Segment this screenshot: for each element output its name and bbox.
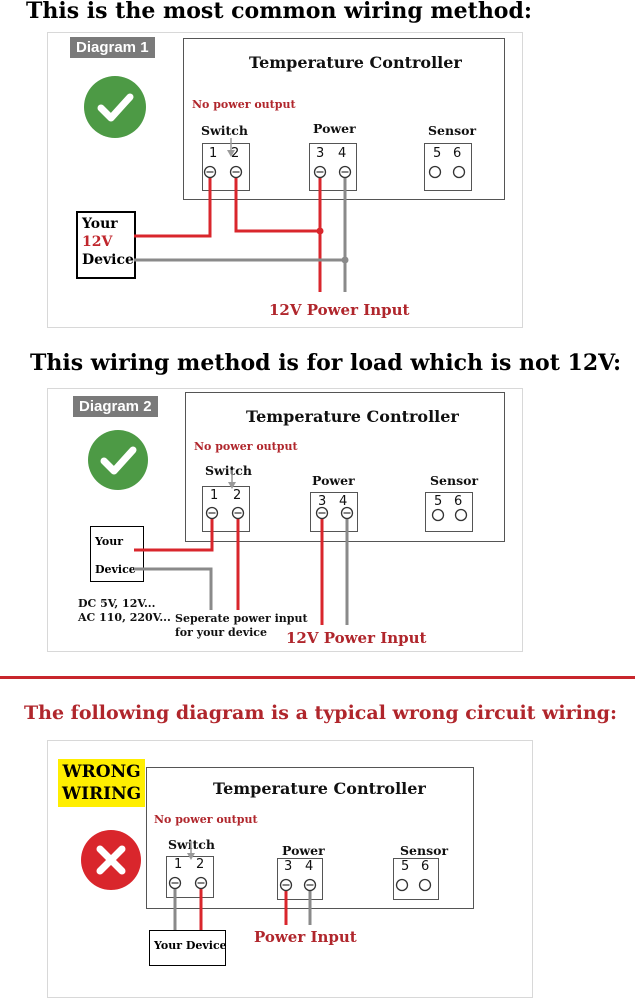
power-label: Power [312, 473, 355, 488]
controller-title: Temperature Controller [213, 779, 426, 798]
temperature-controller-3: Temperature Controller No power output S… [146, 767, 474, 909]
screw-terminal-icon [315, 506, 329, 520]
terminal-1-number: 1 [210, 488, 219, 503]
screw-terminal-icon [205, 506, 219, 520]
no-power-output-label: No power output [192, 98, 296, 111]
junction-dot [341, 256, 349, 264]
terminal-5-number: 5 [401, 859, 410, 874]
terminal-2-number: 2 [196, 857, 205, 872]
device-line-12v: 12V [82, 234, 113, 250]
wrong-tag-line2: WIRING [62, 784, 142, 804]
cross-icon [81, 830, 141, 890]
your-12v-device-box: Your 12V Device [76, 211, 136, 279]
screw-terminal-icon [168, 876, 182, 890]
screw-terminal-icon [203, 165, 217, 179]
terminal-4-number: 4 [339, 494, 348, 509]
diagram-1-tag: Diagram 1 [70, 37, 155, 58]
terminal-6-number: 6 [421, 859, 430, 874]
no-power-output-label: No power output [194, 440, 298, 453]
diagram-1-panel: Diagram 1 Temperature Controller No powe… [47, 32, 523, 328]
your-device-box: Your Device [90, 526, 144, 582]
power-label: Power [313, 121, 356, 136]
wrong-wiring-tag: WRONG WIRING [58, 759, 146, 807]
terminal-6-number: 6 [454, 494, 463, 509]
terminal-2-number: 2 [231, 146, 240, 161]
terminal-3-number: 3 [318, 494, 327, 509]
heading-wrong-wiring: The following diagram is a typical wrong… [24, 702, 617, 724]
junction-dot [316, 227, 324, 235]
terminal-5-number: 5 [433, 146, 442, 161]
device-line-your: Your [95, 535, 124, 548]
terminal-1-number: 1 [209, 146, 218, 161]
screw-terminal-icon [431, 508, 445, 522]
sensor-label: Sensor [400, 843, 449, 858]
separate-power-line1: Seperate power input [175, 612, 308, 625]
terminal-5-number: 5 [434, 494, 443, 509]
diagram-wrong-wires [168, 841, 432, 930]
your-device-box: Your Device [149, 930, 227, 966]
screw-terminal-icon [338, 165, 352, 179]
separate-power-line2: for your device [175, 626, 268, 639]
screw-terminal-icon [313, 165, 327, 179]
screw-terminal-icon [418, 878, 432, 892]
voltage-dc-line: DC 5V, 12V... [78, 597, 156, 610]
terminal-6-number: 6 [453, 146, 462, 161]
diagram-wrong-panel: WRONG WIRING Temperature Controller No p… [47, 740, 533, 998]
screw-terminal-icon [452, 165, 466, 179]
heading-common-method: This is the most common wiring method: [26, 0, 532, 24]
check-icon [84, 76, 146, 138]
screw-terminal-icon [279, 878, 293, 892]
switch-label: Switch [205, 463, 253, 478]
voltage-ac-line: AC 110, 220V... [78, 611, 171, 624]
controller-title: Temperature Controller [246, 407, 459, 426]
screw-terminal-icon [395, 878, 409, 892]
terminal-2-number: 2 [233, 488, 242, 503]
device-line-device: Device [82, 252, 134, 268]
diagram-2-wires [134, 470, 468, 625]
switch-label: Switch [201, 123, 249, 138]
sensor-label: Sensor [428, 123, 477, 138]
diagram-2-tag: Diagram 2 [73, 396, 158, 417]
diagram-1-wires [134, 138, 466, 292]
wrong-tag-line1: WRONG [62, 762, 141, 782]
no-power-output-label: No power output [154, 813, 258, 826]
diagram-2-panel: Diagram 2 Temperature Controller No powe… [47, 388, 523, 652]
terminal-3-number: 3 [316, 146, 325, 161]
terminal-1-number: 1 [174, 857, 183, 872]
heading-non-12v-method: This wiring method is for load which is … [30, 350, 622, 376]
power-input-label: 12V Power Input [269, 301, 410, 319]
separate-power-note: Seperate power input for your device [175, 612, 308, 640]
terminal-4-number: 4 [338, 146, 347, 161]
screw-terminal-icon [303, 878, 317, 892]
screw-terminal-icon [229, 165, 243, 179]
power-input-label: Power Input [254, 928, 357, 946]
screw-terminal-icon [231, 506, 245, 520]
terminal-3-number: 3 [284, 859, 293, 874]
device-voltage-note: DC 5V, 12V... AC 110, 220V... [78, 597, 171, 625]
section-divider [0, 676, 635, 679]
controller-title: Temperature Controller [249, 53, 462, 72]
sensor-label: Sensor [430, 473, 479, 488]
screw-terminal-icon [454, 508, 468, 522]
power-input-label: 12V Power Input [286, 629, 427, 647]
screw-terminal-icon [428, 165, 442, 179]
screw-terminal-icon [194, 876, 208, 890]
screw-terminal-icon [340, 506, 354, 520]
power-label: Power [282, 843, 325, 858]
device-line-your: Your [82, 216, 118, 232]
check-icon [88, 430, 148, 490]
device-line-device: Device [95, 563, 136, 576]
terminal-4-number: 4 [305, 859, 314, 874]
